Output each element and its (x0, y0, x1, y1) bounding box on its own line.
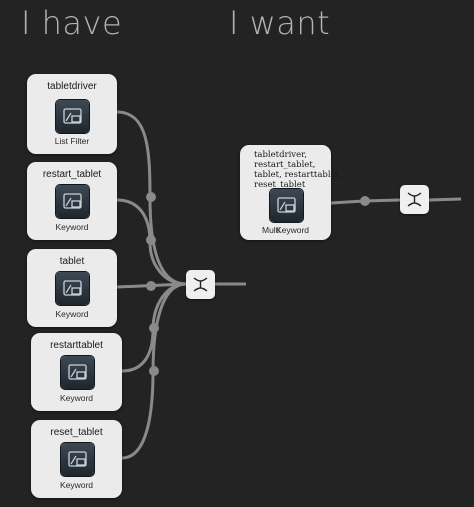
node-title: reset_tablet (50, 427, 103, 438)
node-title: tablet (59, 256, 85, 267)
window-icon (60, 356, 94, 389)
node-tabletdriver[interactable]: tabletdriver List Filter (27, 74, 117, 154)
node-title: restarttablet (50, 340, 103, 351)
merge-icon (407, 192, 422, 207)
node-caption: Keyword (59, 393, 94, 403)
multi-keyword-line: tabletdriver, (254, 150, 307, 160)
window-icon (56, 100, 89, 133)
heading-i-have: I have (21, 4, 123, 42)
merge-node-want[interactable] (400, 185, 429, 214)
node-multi-keyword[interactable]: tabletdriver, restart_tablet, tablet, re… (240, 145, 342, 240)
window-icon (56, 185, 89, 218)
window-icon (56, 272, 89, 305)
node-restarttablet[interactable]: restarttablet Keyword (31, 333, 122, 411)
node-restart-tablet[interactable]: restart_tablet Keyword (27, 162, 117, 240)
multi-keyword-list: tabletdriver, restart_tablet, tablet, re… (254, 150, 342, 190)
wire-junction (360, 196, 370, 206)
node-caption-part: Multi (261, 225, 280, 235)
node-caption: Keyword (55, 222, 89, 232)
heading-i-want: I want (229, 4, 331, 42)
multi-keyword-line: restart_tablet, (254, 160, 316, 170)
wire-out-want (428, 197, 462, 202)
node-reset-tablet[interactable]: reset_tablet Keyword (31, 420, 122, 498)
node-caption: MultiKeyword (240, 225, 331, 235)
window-icon (60, 443, 94, 476)
wire-junction (146, 192, 156, 202)
wire-junction (149, 366, 159, 376)
node-tablet[interactable]: tablet Keyword (27, 249, 117, 327)
node-caption: Keyword (59, 480, 94, 490)
wire-junction (146, 281, 156, 291)
merge-icon (193, 277, 208, 292)
merge-node-have[interactable] (186, 270, 215, 299)
multi-keyword-line: tablet, restarttablet, (254, 170, 342, 180)
window-icon (269, 189, 303, 222)
multi-keyword-line: reset_tablet (254, 180, 306, 190)
node-caption: Keyword (55, 309, 89, 319)
node-caption-part: Keyword (275, 225, 310, 235)
wire-junction (146, 235, 156, 245)
wire-junction (149, 323, 159, 333)
node-title: tabletdriver (47, 81, 97, 92)
node-caption: List Filter (54, 136, 90, 146)
node-title: restart_tablet (42, 169, 102, 180)
